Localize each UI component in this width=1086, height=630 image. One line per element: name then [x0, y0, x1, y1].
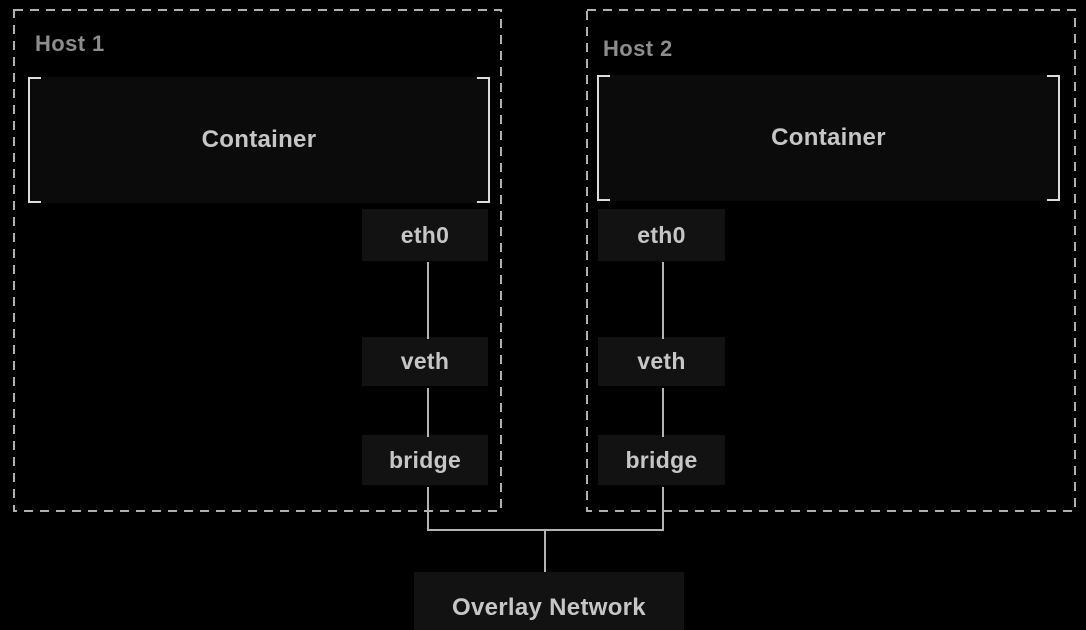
host-1-label: Host 1	[35, 31, 105, 56]
host-2-label: Host 2	[603, 36, 673, 61]
host-2-node-veth: veth	[598, 337, 725, 386]
host-1-node-eth0: eth0	[362, 209, 488, 261]
host-2-container-box: Container	[597, 75, 1060, 201]
host-1-dashed-border	[13, 9, 502, 512]
host-1-group: Host 1 Container eth0 veth bridge	[13, 9, 502, 512]
link-overlay-stem	[544, 529, 546, 573]
host-2-node-eth0: eth0	[598, 209, 725, 261]
left-bracket-icon	[28, 77, 41, 203]
host-2-node-bridge: bridge	[598, 435, 725, 485]
right-bracket-icon	[1047, 75, 1060, 201]
link-host2-bridge-down	[662, 487, 664, 531]
host-1-node-veth: veth	[362, 337, 488, 386]
host-2-eth0-label: eth0	[637, 221, 686, 248]
host-1-container-label: Container	[201, 126, 317, 153]
host-2-veth-label: veth	[637, 348, 686, 374]
host-2-container-label: Container	[771, 124, 886, 151]
host-1-container-box: Container	[28, 77, 490, 203]
host-1-veth-label: veth	[400, 348, 450, 374]
host-1-node-bridge: bridge	[362, 435, 488, 485]
host-2-bridge-label: bridge	[625, 446, 698, 473]
right-bracket-icon	[477, 77, 490, 203]
link-host1-veth-bridge	[427, 388, 429, 437]
overlay-network-label: Overlay Network	[452, 594, 646, 621]
link-host2-eth0-veth	[662, 262, 664, 339]
host-2-dashed-border	[586, 9, 1076, 512]
host-1-bridge-label: bridge	[388, 446, 462, 473]
host-1-eth0-label: eth0	[400, 221, 450, 248]
link-host2-veth-bridge	[662, 388, 664, 437]
left-bracket-icon	[597, 75, 610, 201]
host-2-group: Host 2 Container eth0 veth bridge	[586, 9, 1076, 512]
link-host1-eth0-veth	[427, 262, 429, 339]
overlay-network-box: Overlay Network	[414, 572, 684, 630]
link-host1-bridge-down	[427, 487, 429, 531]
